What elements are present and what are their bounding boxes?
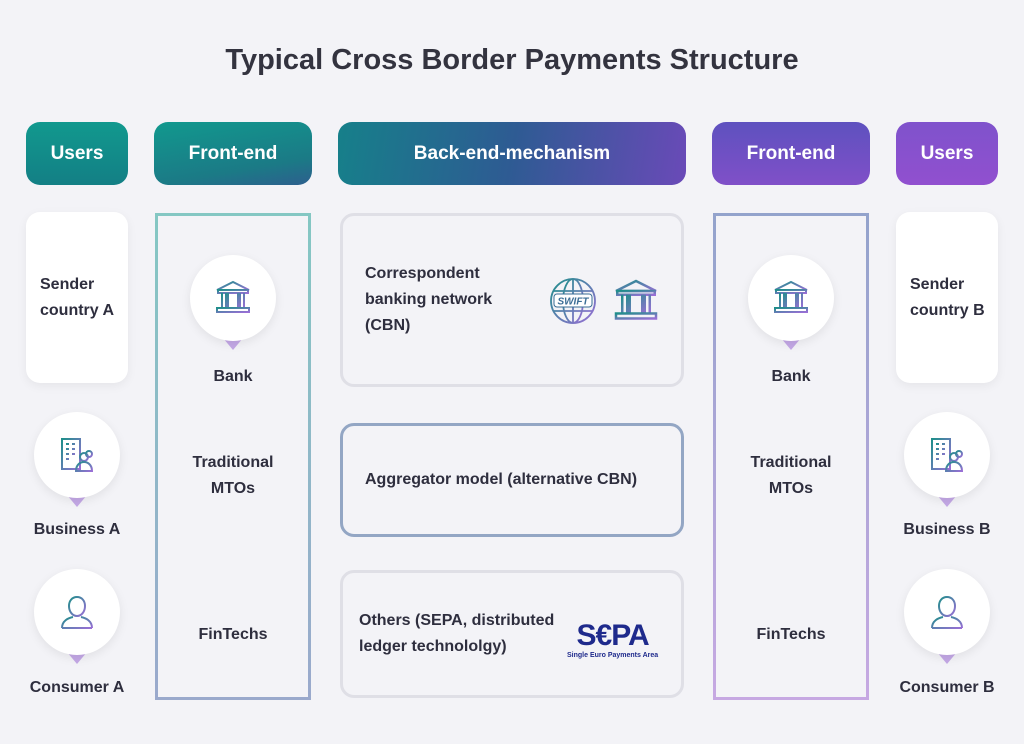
fintech-left-label: FinTechs [198,626,268,643]
consumer-b-label: Consumer B [899,679,995,696]
user-icon [927,592,967,632]
user-icon [57,592,97,632]
sender-country-b-card: Sender country B [896,212,998,383]
cbn-label: Correspondent banking network (CBN) [365,265,493,334]
mto-line1: Traditional [192,454,274,471]
consumer-a-label: Consumer A [29,679,125,696]
sender-country-a-label: Sender country A [40,275,115,319]
header-frontend-right: Front-end [712,122,870,185]
header-users-left: Users [26,122,128,185]
sender-country-b-label: Sender country B [910,275,985,319]
fintech-right-label: FinTechs [756,626,826,643]
consumer-b-icon-circle [904,569,990,664]
sepa-logo: S€PA Single Euro Payments Area [567,621,658,660]
business-icon [927,435,967,475]
aggregator-box: Aggregator model (alternative CBN) [340,423,684,537]
sepa-logo-text: S€PA [576,619,650,652]
aggregator-label: Aggregator model (alternative CBN) [365,471,638,488]
consumer-a-icon-circle [34,569,120,664]
cbn-box: Correspondent banking network (CBN) SWIF… [340,213,684,387]
business-a-icon-circle [34,412,120,507]
swift-globe-icon: SWIFT [550,278,596,324]
sepa-subtitle: Single Euro Payments Area [567,652,659,659]
mto-line2: MTOs [768,480,814,497]
bank-icon [611,276,661,326]
others-box: Others (SEPA, distributed ledger technol… [340,570,684,698]
header-users-right: Users [896,122,998,185]
header-frontend-left: Front-end [154,122,312,185]
bank-left-icon-circle [190,255,276,350]
header-backend: Back-end-mechanism [338,122,686,185]
diagram-title: Typical Cross Border Payments Structure [225,44,799,76]
bank-left-label: Bank [213,368,253,385]
mto-line1: Traditional [750,454,832,471]
mto-line2: MTOs [210,480,256,497]
swift-text: SWIFT [557,297,589,308]
sender-country-a-card: Sender country A [26,212,128,383]
business-icon [57,435,97,475]
business-b-label: Business B [903,521,991,538]
bank-right-label: Bank [771,368,811,385]
business-b-icon-circle [904,412,990,507]
others-label: Others (SEPA, distributed ledger technol… [359,612,555,655]
bank-right-icon-circle [748,255,834,350]
bank-icon [771,278,811,318]
business-a-label: Business A [33,521,121,538]
bank-icon [213,278,253,318]
